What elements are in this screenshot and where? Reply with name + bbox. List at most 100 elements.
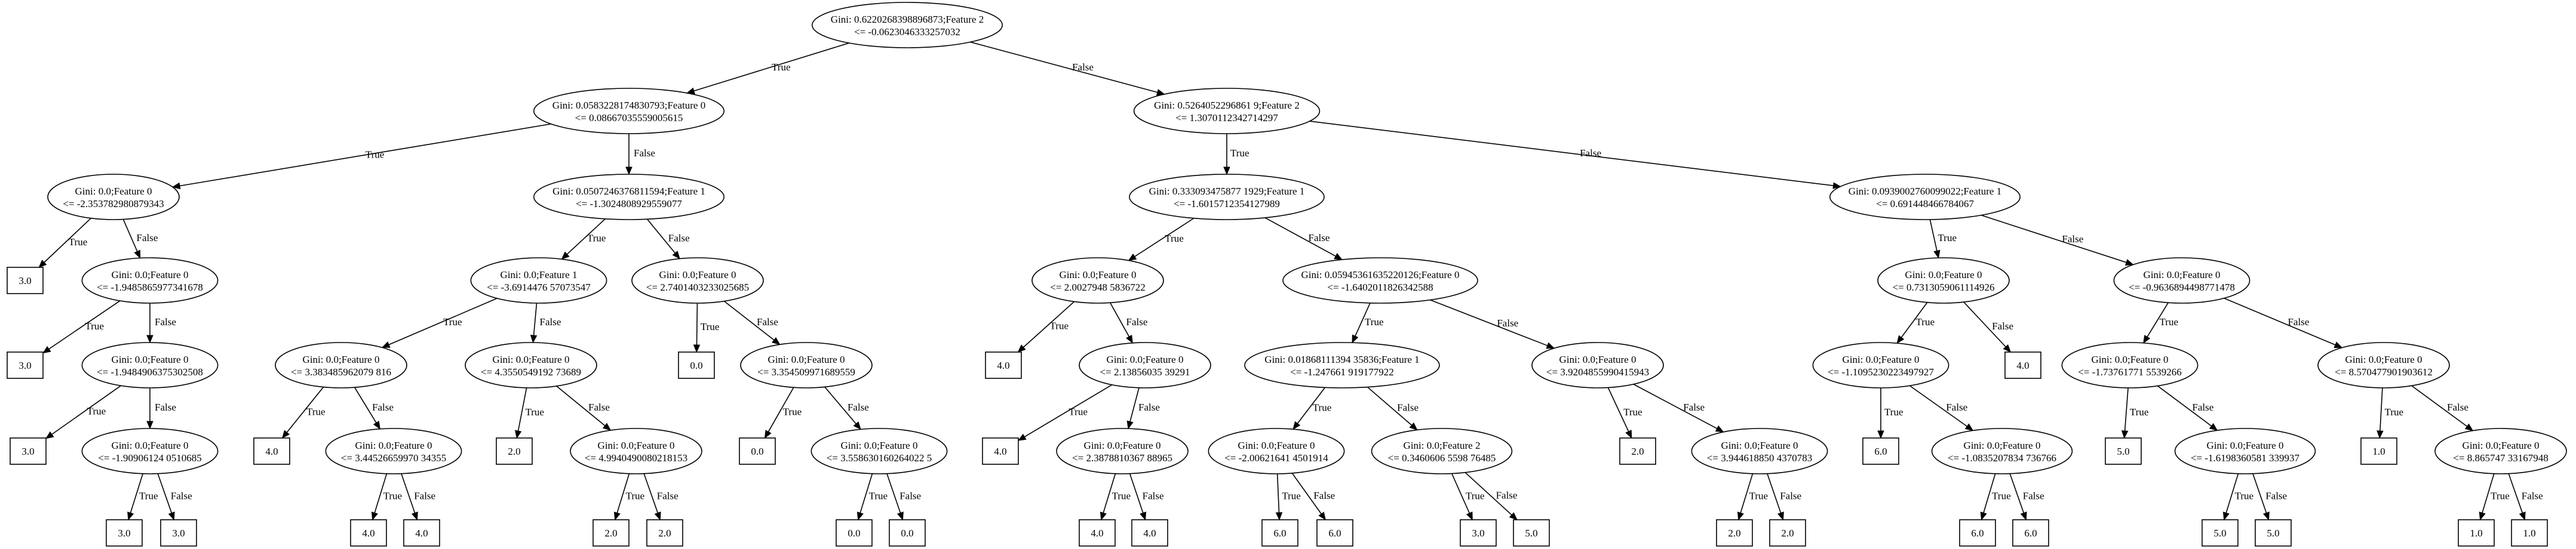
tree-edge: True [1100, 473, 1131, 521]
leaf-value: 2.0 [1728, 528, 1740, 539]
leaf-value: 1.0 [2470, 528, 2482, 539]
leaf-value: 4.0 [997, 360, 1009, 371]
arrowhead-icon [2519, 511, 2526, 521]
edge-line [1900, 302, 1928, 338]
arrowhead-icon [1509, 512, 1518, 520]
arrowhead-icon [602, 422, 612, 431]
edge-line [1909, 385, 1967, 427]
edge-line [533, 303, 538, 336]
leaf-value: 4.0 [1091, 528, 1103, 539]
edge-line [1355, 303, 1371, 337]
split-node: Gini: 0.0;Feature 0<= 8.865747 33167948 [2434, 428, 2567, 474]
node-gini-feature: Gini: 0.0;Feature 0 [659, 269, 736, 280]
split-node: Gini: 0.0;Feature 0<= 3.44526659970 3435… [325, 428, 462, 474]
node-gini-feature: Gini: 0.0;Feature 0 [1721, 440, 1798, 451]
tree-edge: False [1309, 121, 1841, 189]
arrowhead-icon [134, 249, 141, 259]
split-ellipse [81, 257, 219, 304]
leaf-box [1513, 519, 1550, 547]
edge-line [767, 387, 794, 432]
edge-line [1464, 472, 1512, 516]
split-ellipse [1031, 257, 1164, 304]
arrowhead-icon [1980, 511, 1987, 521]
leaf-value: 5.0 [1525, 528, 1537, 539]
tree-edge: False [157, 473, 192, 521]
leaf-box [1862, 437, 1899, 465]
node-gini-feature: Gini: 0.333093475877 1929;Feature 1 [1149, 186, 1305, 197]
edge-label-true: True [1938, 232, 1957, 243]
leaf-box [985, 351, 1022, 379]
leaf-value: 6.0 [1971, 528, 1984, 539]
arrowhead-icon [146, 335, 153, 344]
edge-line [2482, 473, 2495, 513]
leaf-node: 2.0 [496, 437, 533, 465]
edge-line [1633, 384, 1718, 429]
split-ellipse [1056, 428, 1189, 474]
leaf-node: 0.0 [889, 519, 926, 547]
node-threshold: <= -1.73761771 5539266 [2078, 366, 2182, 378]
leaf-box [646, 519, 683, 547]
leaf-box [1131, 519, 1168, 547]
leaf-box [739, 437, 776, 465]
leaf-value: 6.0 [1874, 446, 1887, 457]
edge-label-false: False [2062, 233, 2083, 245]
tree-edge: False [1291, 473, 1335, 521]
node-threshold: <= -1.0835207834 736766 [1948, 452, 2056, 464]
edge-label-false: False [1313, 490, 1335, 501]
node-gini-feature: Gini: 0.0;Feature 0 [1060, 269, 1137, 280]
node-threshold: <= 2.13856035 39291 [1100, 366, 1190, 378]
leaf-node: 4.0 [403, 519, 440, 547]
split-node: Gini: 0.0583228174830793;Feature 0<= 0.0… [533, 88, 724, 134]
arrowhead-icon [2222, 511, 2230, 521]
edge-label-true: True [383, 490, 403, 501]
leaf-node: 4.0 [1131, 519, 1168, 547]
split-ellipse [81, 428, 219, 474]
leaf-value: 5.0 [2213, 528, 2226, 539]
edge-label-true: True [525, 406, 544, 418]
split-ellipse [470, 257, 607, 304]
arrowhead-icon [1352, 334, 1359, 344]
node-threshold: <= -1.6402011826342588 [1327, 282, 1433, 293]
arrowhead-icon [1334, 253, 1343, 260]
tree-edge: True [693, 303, 719, 353]
edge-label-true: True [1992, 490, 2011, 501]
split-ellipse [465, 342, 597, 388]
arrowhead-icon [896, 511, 904, 521]
arrowhead-icon [654, 511, 661, 521]
edge-label-false: False [1397, 402, 1419, 414]
split-ellipse [1829, 174, 2021, 220]
leaf-box [1316, 519, 1353, 547]
split-node: Gini: 0.0;Feature 1<= -3.6914476 5707354… [470, 257, 607, 304]
edge-label-true: True [443, 316, 462, 328]
arrowhead-icon [772, 337, 781, 346]
tree-edge: True [42, 300, 121, 354]
tree-edge: True [2143, 302, 2178, 344]
node-threshold: <= 3.558630160264022 5 [827, 452, 932, 464]
tree-edge: False [886, 473, 921, 521]
leaf-node: 1.0 [2458, 519, 2495, 547]
edge-label-true: True [2491, 490, 2510, 501]
split-node: Gini: 0.0;Feature 0<= 8.570477901903612 [2317, 342, 2450, 388]
node-threshold: <= -1.3024808929559077 [576, 198, 682, 209]
edge-label-false: False [899, 490, 921, 501]
edge-line [401, 473, 416, 513]
edge-line [48, 300, 121, 350]
tree-edge: False [824, 386, 869, 430]
node-gini-feature: Gini: 0.0;Feature 0 [2463, 440, 2540, 451]
edge-label-true: True [69, 236, 88, 248]
tree-edge: True [2377, 387, 2403, 439]
arrowhead-icon [1140, 511, 1147, 521]
arrowhead-icon [2334, 341, 2343, 348]
edge-label-true: True [306, 406, 326, 417]
tree-edge: False [2508, 473, 2543, 521]
split-ellipse [2113, 257, 2250, 304]
edge-label-false: False [1143, 490, 1164, 501]
edge-label-true: True [85, 320, 104, 332]
arrowhead-icon [1896, 335, 1905, 344]
tree-edge: True [1451, 473, 1484, 521]
leaf-box [592, 519, 630, 547]
leaf-box [7, 351, 44, 379]
tree-edge: False [1264, 217, 1343, 260]
node-threshold: <= -0.0623046333257032 [854, 26, 960, 38]
leaf-box [2255, 519, 2292, 547]
